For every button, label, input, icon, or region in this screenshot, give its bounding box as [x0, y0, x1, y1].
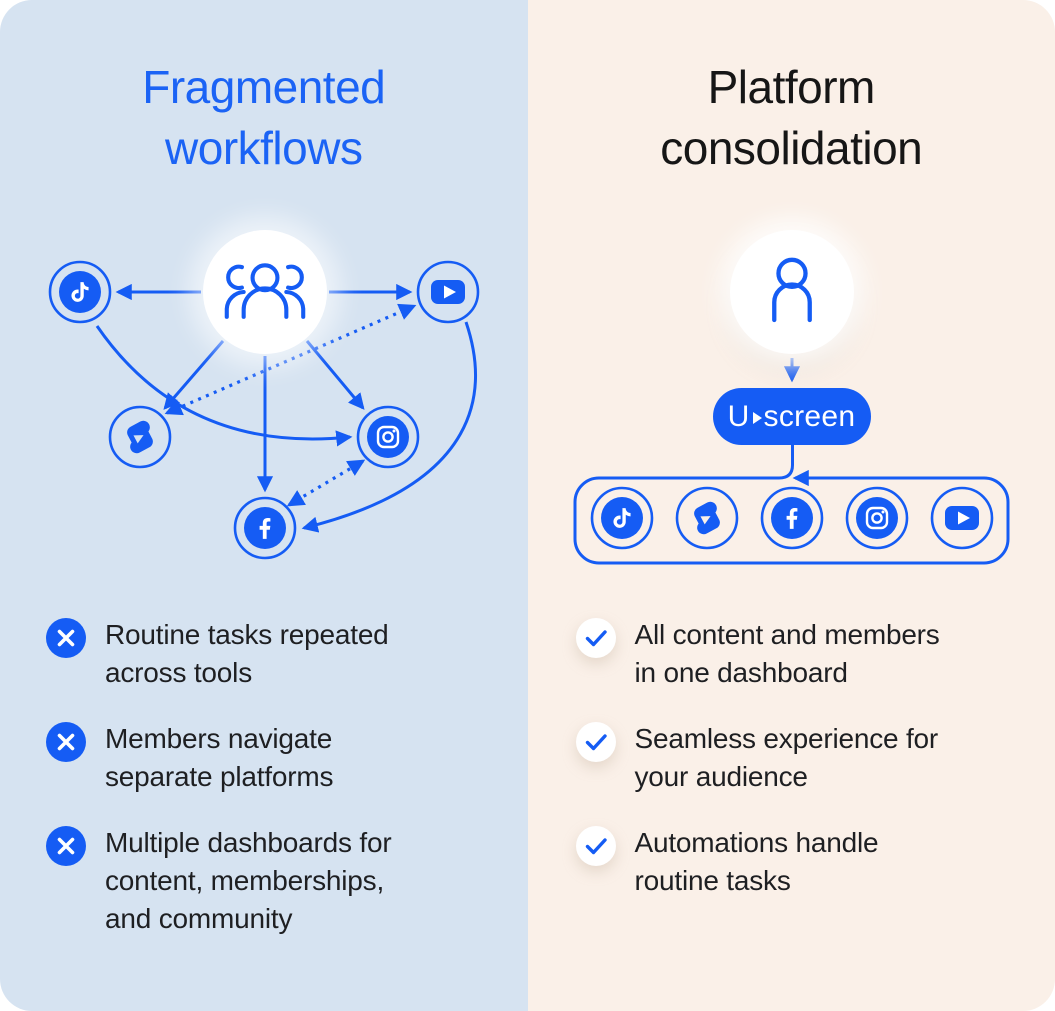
bullet-text: Automations handle routine tasks	[634, 827, 879, 897]
logo-text-screen: screen	[763, 399, 856, 433]
check-icon	[575, 722, 616, 763]
youtube-shorts-icon	[675, 486, 738, 550]
dotted-arrow-shorts-youtube	[164, 303, 417, 416]
connector-uscreen-to-box	[778, 445, 794, 480]
instagram-icon	[356, 405, 420, 469]
user-circle	[729, 230, 854, 354]
list-item: Routine tasks repeated across tools	[46, 616, 512, 692]
fragmented-diagram-lines	[48, 260, 480, 560]
platform-consolidation-panel: Platform consolidation	[527, 0, 1055, 1011]
check-icon	[575, 826, 616, 867]
youtube-icon	[930, 486, 993, 550]
bullet-text: Routine tasks repeated across tools	[105, 619, 389, 689]
youtube-shorts-icon	[108, 405, 172, 469]
audience-circle	[203, 230, 327, 354]
left-panel-title: Fragmented workflows	[142, 61, 386, 175]
list-item: Automations handle routine tasks	[575, 824, 1040, 900]
list-item: Seamless experience for your audience	[575, 720, 1040, 796]
x-icon	[46, 826, 86, 867]
single-user-icon	[771, 257, 812, 323]
arrow-center-to-instagram	[305, 340, 365, 410]
bullet-text: Seamless experience for your audience	[634, 723, 939, 793]
bullet-text: All content and members in one dashboard	[634, 619, 940, 689]
consolidation-diagram-lines	[573, 358, 1009, 565]
tiktok-icon	[48, 260, 112, 324]
fragmented-diagram	[0, 222, 528, 594]
list-item: Multiple dashboards for content, members…	[46, 824, 512, 938]
bullet-text: Members navigate separate platforms	[105, 723, 334, 793]
x-icon	[46, 722, 86, 763]
dotted-arrow-facebook-instagram	[286, 459, 366, 507]
left-bullet-list: Routine tasks repeated across tools Memb…	[46, 616, 512, 939]
youtube-icon	[416, 260, 480, 324]
list-item: All content and members in one dashboard	[575, 616, 1040, 692]
arrow-center-to-shorts	[163, 340, 225, 410]
instagram-icon	[845, 486, 908, 550]
curved-arrow-tiktok-to-instagram	[95, 325, 353, 447]
fragmented-workflows-panel: Fragmented workflows	[0, 0, 528, 1011]
tiktok-icon	[590, 486, 653, 550]
play-triangle-icon	[752, 411, 762, 424]
bullet-text: Multiple dashboards for content, members…	[105, 827, 392, 935]
logo-text-u: U	[727, 399, 750, 433]
right-bullet-list: All content and members in one dashboard…	[575, 616, 1040, 900]
check-icon	[575, 618, 616, 658]
dotted-arrows	[164, 303, 417, 507]
flow-arrows	[573, 358, 1009, 565]
list-item: Members navigate separate platforms	[46, 720, 512, 796]
facebook-icon	[760, 486, 823, 550]
curved-arrow-youtube-to-facebook	[301, 321, 477, 533]
facebook-icon	[233, 496, 297, 560]
team-group-icon	[224, 263, 306, 319]
platforms-container-outline	[573, 476, 1009, 565]
right-panel-title: Platform consolidation	[660, 61, 923, 175]
x-icon	[46, 618, 86, 658]
